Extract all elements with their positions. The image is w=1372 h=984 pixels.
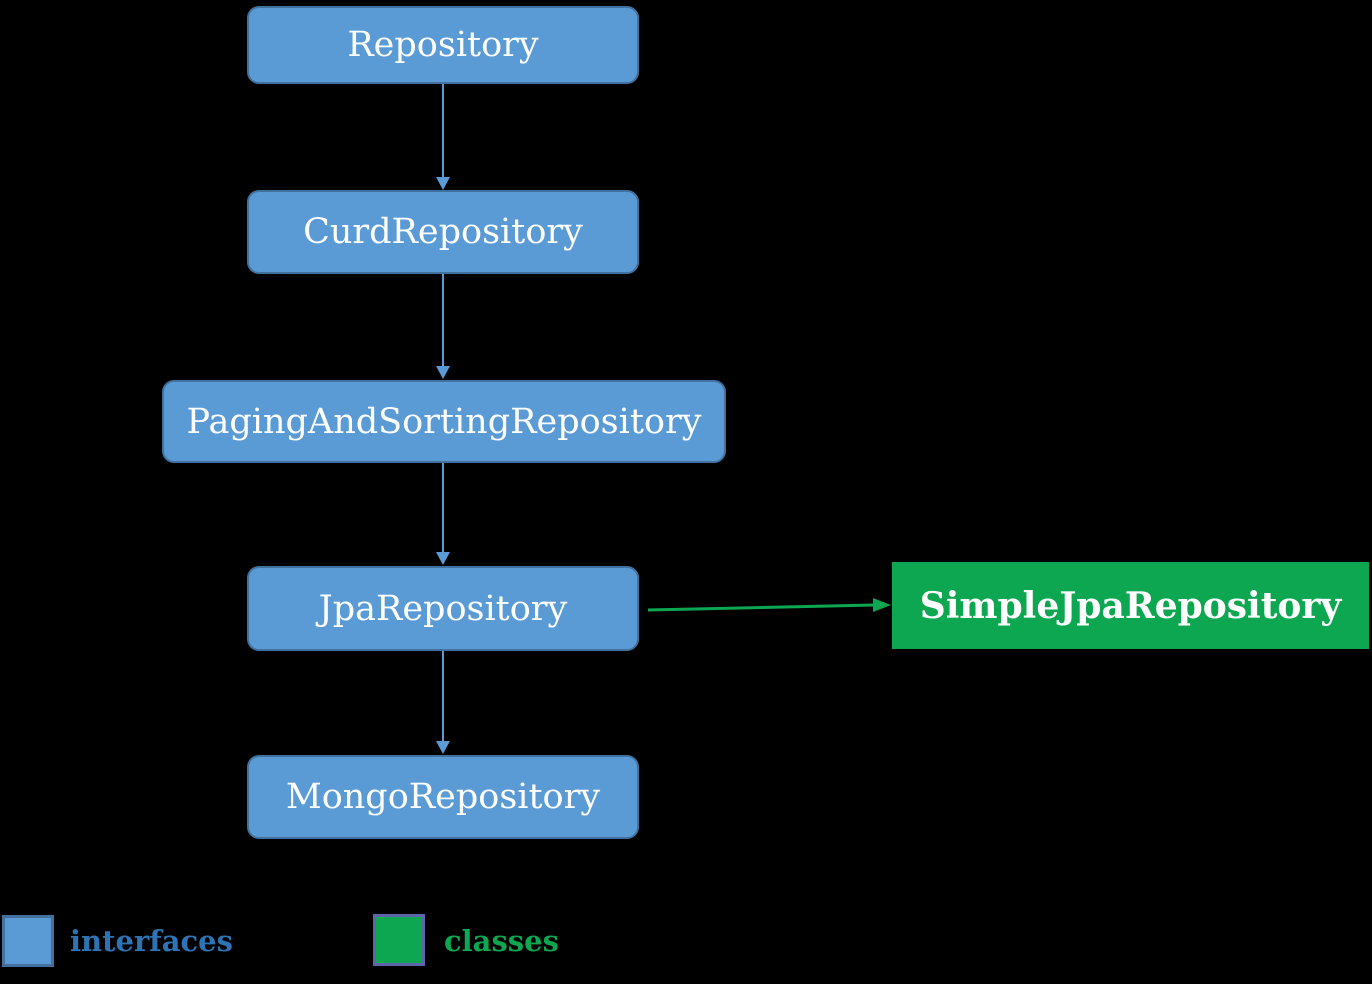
edge-repository-curd	[436, 84, 450, 190]
node-simplejparepository: SimpleJpaRepository	[892, 562, 1369, 649]
node-mongorepository: MongoRepository	[247, 755, 639, 839]
node-jparepository-label: JpaRepository	[318, 588, 568, 629]
legend-classes-swatch	[373, 914, 425, 966]
edge-paging-jpa	[436, 463, 450, 565]
legend-classes-label: classes	[444, 924, 559, 958]
node-pagingandsortingrepository-label: PagingAndSortingRepository	[186, 401, 702, 442]
node-jparepository: JpaRepository	[247, 566, 639, 651]
legend-interfaces-label: interfaces	[70, 924, 233, 958]
legend-interfaces-swatch	[2, 915, 54, 967]
node-curdrepository-label: CurdRepository	[303, 212, 583, 252]
node-simplejparepository-label: SimpleJpaRepository	[919, 584, 1342, 627]
node-pagingandsortingrepository: PagingAndSortingRepository	[162, 380, 726, 463]
node-curdrepository: CurdRepository	[247, 190, 639, 274]
node-repository: Repository	[247, 6, 639, 84]
node-mongorepository-label: MongoRepository	[285, 777, 601, 817]
edge-jpa-mongo	[436, 651, 450, 754]
edge-curd-paging	[436, 274, 450, 379]
edge-jpa-simplejpa	[647, 598, 891, 612]
node-repository-label: Repository	[347, 25, 539, 65]
legend: interfaces classes	[0, 905, 700, 975]
